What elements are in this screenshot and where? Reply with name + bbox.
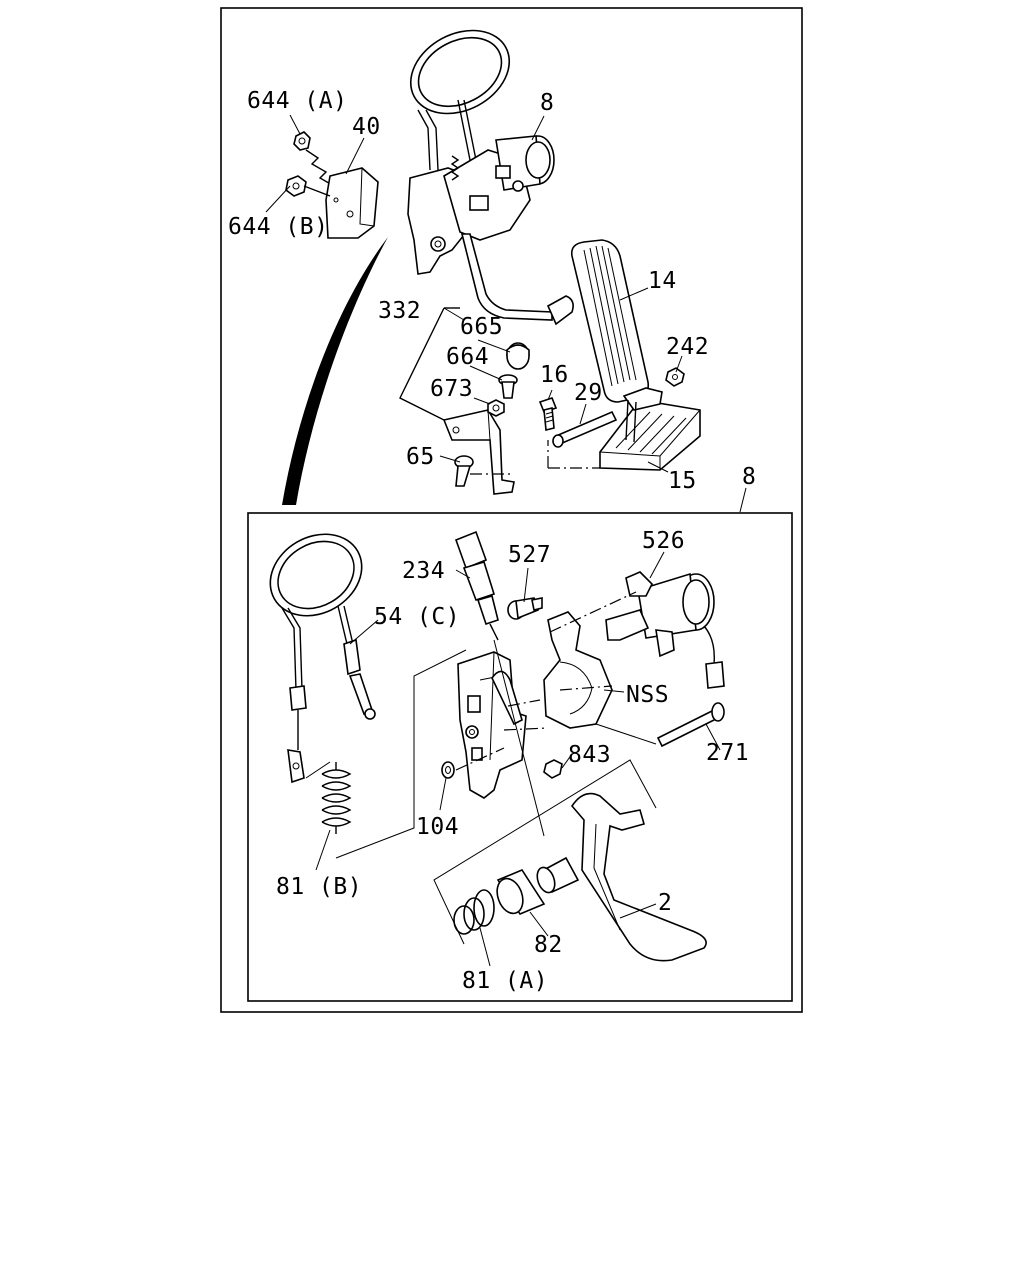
label-8-box: 8 — [742, 464, 756, 490]
label-644b: 644 (B) — [228, 214, 328, 240]
label-15: 15 — [668, 468, 697, 494]
part-16-bolt — [538, 397, 558, 432]
part-242-nut — [665, 367, 685, 387]
label-665: 665 — [460, 314, 503, 340]
part-2-pedal-arm — [570, 792, 707, 962]
label-82: 82 — [534, 932, 563, 958]
label-81b: 81 (B) — [276, 874, 362, 900]
detail-cable-end-left — [287, 685, 307, 784]
label-332: 332 — [378, 298, 421, 324]
label-54c: 54 (C) — [374, 604, 460, 630]
leader-lines — [265, 114, 747, 967]
part-82-bushing — [496, 856, 580, 915]
part-271-bolt — [656, 702, 725, 748]
detail-main-bracket — [457, 651, 527, 799]
label-65: 65 — [406, 444, 435, 470]
part-234-switch — [454, 530, 499, 641]
label-843: 843 — [568, 742, 611, 768]
part-81b-spring — [321, 762, 352, 834]
part-526-actuator — [605, 571, 725, 689]
part-332-stopper-bracket — [442, 409, 515, 495]
label-664: 664 — [446, 344, 489, 370]
detail-cable-loop — [269, 533, 363, 691]
outer-frame — [220, 7, 803, 1013]
label-526: 526 — [642, 528, 685, 554]
label-2: 2 — [658, 890, 672, 916]
label-16: 16 — [540, 362, 569, 388]
part-644b-nut — [285, 175, 331, 197]
label-271: 271 — [706, 740, 749, 766]
part-14-accelerator-pedal — [570, 239, 650, 403]
label-nss: NSS — [626, 682, 669, 708]
part-644a-nut — [293, 131, 311, 151]
label-29: 29 — [574, 380, 603, 406]
label-14: 14 — [648, 268, 677, 294]
part-65-bolt — [454, 455, 474, 487]
label-104: 104 — [416, 814, 459, 840]
label-40: 40 — [352, 114, 381, 140]
part-664-bolt — [498, 374, 518, 399]
part-843-nut — [543, 759, 563, 779]
detail-inset-frame — [247, 512, 793, 1002]
label-8-top: 8 — [540, 90, 554, 116]
part-15-pedal-base — [599, 387, 701, 471]
part-54c-cable-end — [343, 638, 376, 720]
part-29-pin — [552, 410, 618, 448]
upper-pedal-bracket-assembly — [407, 135, 574, 326]
part-665-cap — [506, 342, 530, 370]
part-673-nut — [487, 399, 505, 417]
label-242: 242 — [666, 334, 709, 360]
label-81a: 81 (A) — [462, 968, 548, 994]
part-527-bolt — [507, 597, 543, 620]
label-234: 234 — [402, 558, 445, 584]
part-81a-spring — [453, 889, 495, 935]
part-104-washer — [441, 747, 505, 779]
label-673: 673 — [430, 376, 473, 402]
upper-cable-loop — [409, 29, 511, 171]
label-644a: 644 (A) — [247, 88, 347, 114]
label-527: 527 — [508, 542, 551, 568]
detail-pointer-arrow — [282, 237, 388, 505]
part-40-bracket — [325, 167, 379, 239]
